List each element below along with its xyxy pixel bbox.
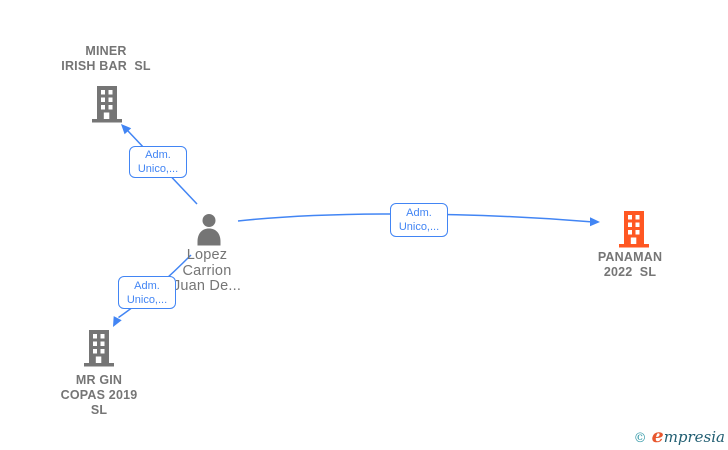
arrowhead-icon (121, 124, 132, 135)
arrowhead-icon (113, 316, 122, 327)
arrowhead-icon (590, 217, 600, 227)
building-icon (92, 86, 122, 123)
edge-label-adm-unico[interactable]: Adm. Unico,... (118, 276, 176, 309)
person-icon (197, 214, 221, 246)
building-icon (84, 330, 114, 367)
empresia-logo[interactable]: © e mpresia (634, 425, 725, 447)
company-name-label: MR GIN COPAS 2019 SL (60, 373, 138, 417)
edge-label-adm-unico[interactable]: Adm. Unico,... (129, 146, 187, 178)
person-name-label: Lopez Carrion Juan De... (172, 247, 242, 294)
brand-name: mpresia (663, 428, 725, 446)
company-name-label: PANAMAN 2022 SL (597, 250, 663, 279)
brand-initial: e (651, 425, 664, 447)
copyright-icon: © (633, 431, 647, 446)
edge-label-adm-unico[interactable]: Adm. Unico,... (390, 203, 448, 237)
building-icon (619, 211, 649, 248)
company-name-label: MINER IRISH BAR SL (61, 44, 151, 73)
